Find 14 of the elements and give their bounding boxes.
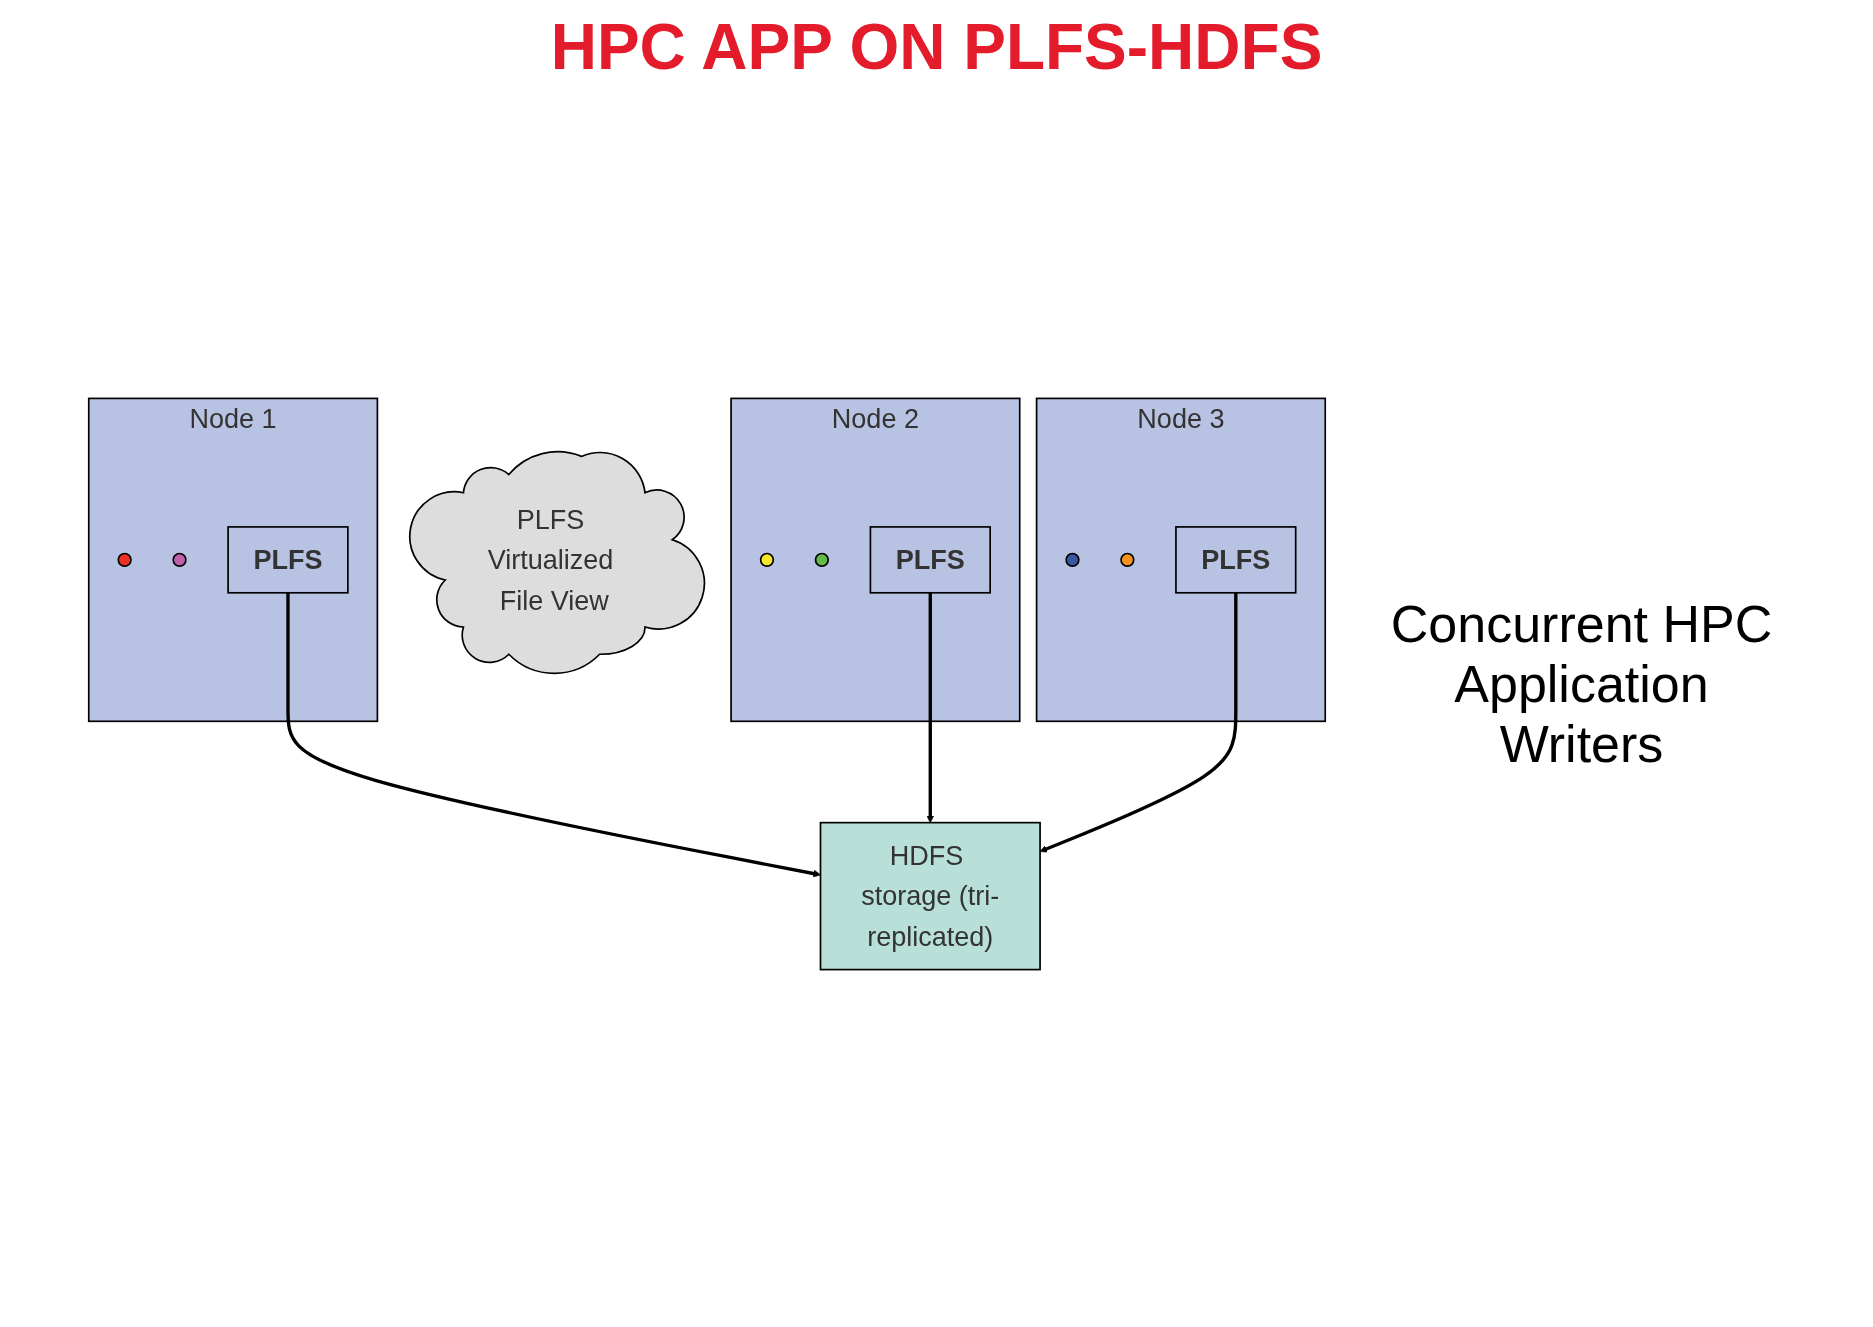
arrow xyxy=(926,592,934,823)
node-box: HDFS storage (tri-replicated) xyxy=(819,821,1041,971)
node-box: PLFS xyxy=(1174,526,1297,594)
side-note: Concurrent HPC Application Writers xyxy=(1389,594,1774,774)
node-box: PLFS xyxy=(869,526,991,594)
title: HPC APP ON PLFS-HDFS xyxy=(549,10,1324,84)
node-circle xyxy=(759,552,774,568)
node-circle xyxy=(814,552,829,568)
arrow xyxy=(1039,592,1237,853)
node-circle xyxy=(1064,552,1080,568)
node-circle xyxy=(116,552,132,568)
node-circle xyxy=(1119,552,1135,568)
node-box: PLFS xyxy=(226,526,349,594)
node-circle xyxy=(171,552,187,568)
